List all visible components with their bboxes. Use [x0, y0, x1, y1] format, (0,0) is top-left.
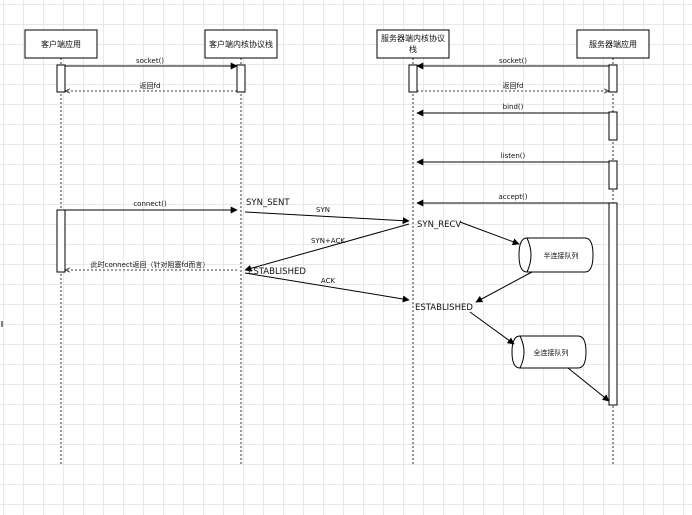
message-server-socket-label: socket(): [499, 57, 527, 65]
message-ack[interactable]: [244, 272, 410, 303]
state-syn-recv: SYN_RECV: [417, 220, 461, 230]
state-established-server: ESTABLISHED: [415, 303, 473, 313]
message-client-socket-label: socket(): [136, 57, 164, 65]
lifeline-server-kernel-label-2: 栈: [409, 44, 417, 54]
full-queue-label: 全连接队列: [534, 348, 569, 357]
message-accept-label: accept(): [499, 193, 528, 201]
lifeline-server-app[interactable]: 服务器端应用: [576, 29, 650, 59]
activation-client-app-connect: [56, 209, 66, 273]
lifeline-server-kernel[interactable]: 服务器端内核协议 栈: [376, 29, 450, 59]
lifeline-server-kernel-label-1: 服务器端内核协议: [381, 33, 445, 43]
message-syn-label: SYN: [316, 206, 330, 214]
activation-server-kernel-socket: [408, 64, 418, 93]
activation-server-app-socket: [608, 64, 618, 93]
lifeline-client-app-label: 客户端应用: [41, 39, 81, 49]
message-server-return-fd-label: 返回fd: [503, 82, 524, 90]
activation-server-app-bind: [608, 111, 618, 141]
lifeline-client-kernel-label: 客户端内核协议栈: [209, 39, 273, 49]
state-syn-sent: SYN_SENT: [246, 198, 290, 208]
activation-client-kernel-socket: [236, 64, 246, 93]
lifeline-client-kernel[interactable]: 客户端内核协议栈: [204, 29, 278, 59]
message-listen-label: listen(): [501, 152, 526, 160]
arrow-full-queue-to-accept: [567, 367, 610, 402]
activation-client-app-socket: [56, 64, 66, 93]
message-client-return-fd-label: 返回fd: [140, 82, 161, 90]
message-syn-ack-label: SYN+ACK: [311, 237, 345, 245]
message-bind-label: bind(): [503, 103, 524, 111]
lifeline-server-app-label: 服务器端应用: [589, 39, 637, 49]
half-open-queue-label: 半连接队列: [544, 251, 579, 260]
full-queue[interactable]: 全连接队列: [511, 335, 587, 369]
state-established-client: ESTABLISHED: [248, 267, 306, 277]
message-connect-label: connect(): [133, 200, 167, 208]
message-connect-return-label: 此时connect返回（针对阻塞fd而言）: [91, 260, 210, 269]
message-syn[interactable]: [244, 211, 410, 225]
message-syn-ack[interactable]: [244, 223, 410, 272]
arrow-established-to-full-queue: [469, 311, 515, 345]
arrow-half-queue-to-established: [475, 271, 533, 303]
arrow-syn-recv-to-half-queue: [459, 221, 520, 246]
activation-server-app-accept: [608, 202, 618, 406]
activation-server-app-listen: [608, 160, 618, 190]
half-open-queue[interactable]: 半连接队列: [518, 237, 594, 273]
lifeline-client-app[interactable]: 客户端应用: [24, 29, 98, 59]
message-ack-label: ACK: [321, 277, 336, 285]
